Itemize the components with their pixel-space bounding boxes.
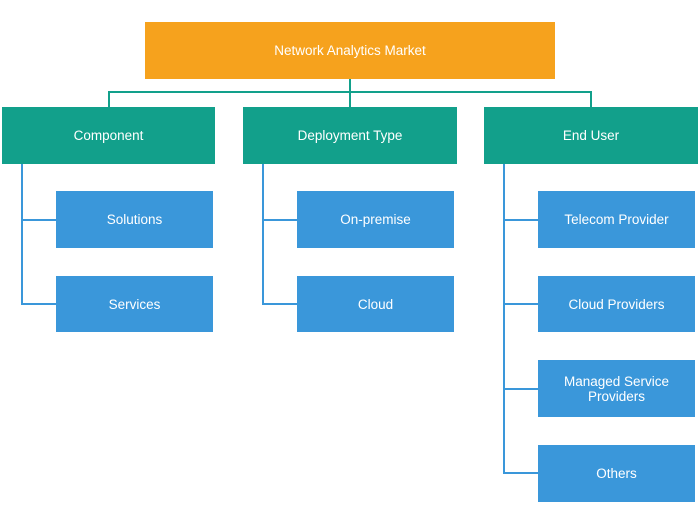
end-user-branch-line	[503, 164, 505, 474]
deployment-type-branch-line	[262, 164, 264, 305]
category-label: Component	[73, 128, 144, 143]
category-label: Deployment Type	[297, 128, 403, 143]
category-connector-end-user	[590, 91, 592, 107]
category-node-deployment-type: Deployment Type	[243, 107, 457, 164]
deployment-type-leaf-connector	[262, 303, 297, 305]
leaf-node-cloud: Cloud	[297, 276, 454, 332]
component-leaf-connector	[21, 219, 56, 221]
leaf-label: Telecom Provider	[564, 212, 669, 227]
category-connector-component	[108, 91, 110, 107]
root-connector-vertical	[349, 79, 351, 91]
leaf-node-cloud-providers: Cloud Providers	[538, 276, 695, 332]
leaf-node-solutions: Solutions	[56, 191, 213, 248]
end-user-leaf-connector	[503, 388, 538, 390]
category-node-end-user: End User	[484, 107, 698, 164]
root-node: Network Analytics Market	[145, 22, 555, 79]
root-node-label: Network Analytics Market	[274, 43, 426, 58]
category-connector-deployment-type	[349, 91, 351, 107]
leaf-node-managed-service-providers: Managed Service Providers	[538, 360, 695, 417]
leaf-label: Cloud	[357, 296, 394, 312]
component-leaf-connector	[21, 303, 56, 305]
deployment-type-leaf-connector	[262, 219, 297, 221]
leaf-node-services: Services	[56, 276, 213, 332]
category-node-component: Component	[2, 107, 215, 164]
leaf-node-on-premise: On-premise	[297, 191, 454, 248]
leaf-label: Others	[596, 466, 637, 481]
leaf-label: Solutions	[106, 212, 163, 227]
leaf-label: Managed Service Providers	[563, 373, 670, 404]
leaf-label: Services	[108, 296, 161, 312]
end-user-leaf-connector	[503, 219, 538, 221]
leaf-label: On-premise	[340, 212, 411, 227]
leaf-node-others: Others	[538, 445, 695, 502]
end-user-leaf-connector	[503, 303, 538, 305]
end-user-leaf-connector	[503, 472, 538, 474]
leaf-label: Cloud Providers	[568, 296, 665, 312]
category-label: End User	[562, 128, 620, 143]
component-branch-line	[21, 164, 23, 305]
leaf-node-telecom-provider: Telecom Provider	[538, 191, 695, 248]
